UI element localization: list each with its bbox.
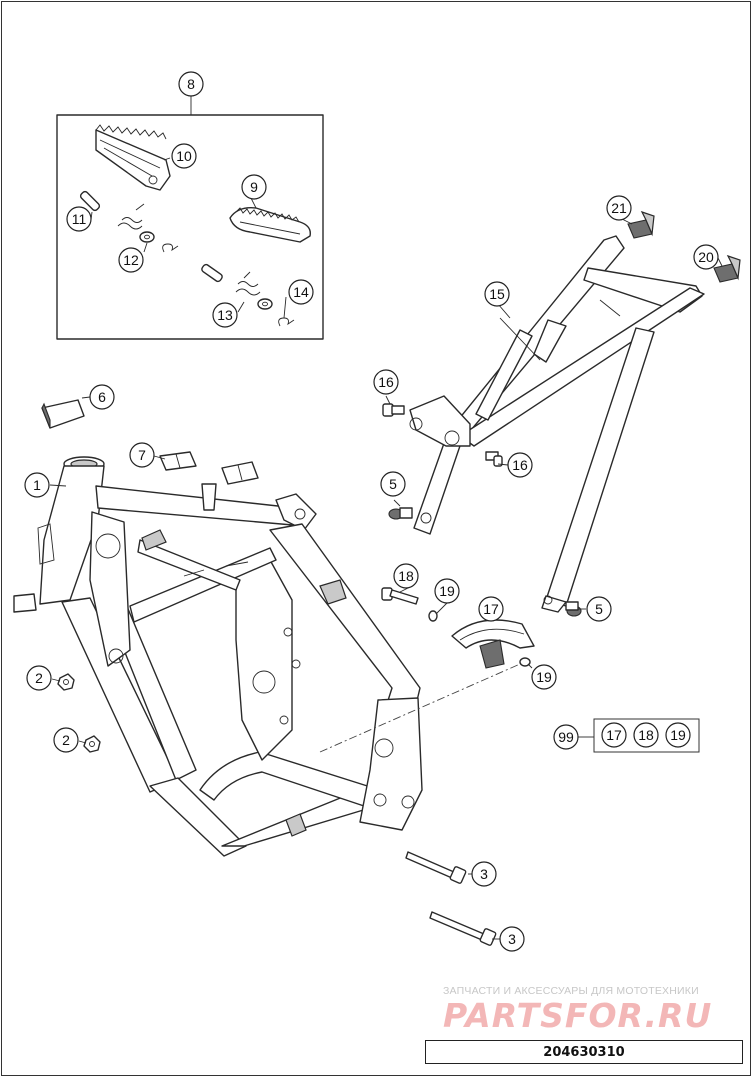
bolt-5-lower <box>565 601 582 617</box>
svg-text:8: 8 <box>187 76 195 92</box>
svg-text:19: 19 <box>670 727 686 743</box>
svg-text:12: 12 <box>123 252 139 268</box>
callout-19-upper: 19 <box>434 578 460 604</box>
end-cap-right <box>713 254 741 283</box>
callout-2-upper: 2 <box>26 665 52 691</box>
callout-2-lower: 2 <box>53 727 79 753</box>
main-frame <box>13 456 423 857</box>
rubber-bumper <box>41 399 85 429</box>
kit-item-19: 19 <box>665 722 691 748</box>
svg-text:1: 1 <box>33 477 41 493</box>
footrest-pin-lower <box>201 263 223 283</box>
bolt-16-upper <box>382 403 405 417</box>
footrest-left <box>95 124 171 191</box>
svg-text:3: 3 <box>480 866 488 882</box>
callout-99: 99 <box>553 724 579 750</box>
callout-16-lower: 16 <box>507 452 533 478</box>
svg-text:9: 9 <box>250 179 258 195</box>
callout-20: 20 <box>693 244 719 270</box>
callout-19-lower: 19 <box>531 664 557 690</box>
svg-text:3: 3 <box>508 931 516 947</box>
callout-5-lower: 5 <box>586 596 612 622</box>
callout-6: 6 <box>89 384 115 410</box>
callout-15: 15 <box>484 281 510 307</box>
nut-lower <box>83 735 101 753</box>
callout-10: 10 <box>171 143 197 169</box>
svg-text:5: 5 <box>595 601 603 617</box>
spring-lower <box>235 271 261 296</box>
footrest-group-box <box>56 96 324 340</box>
chain-guide <box>451 619 535 669</box>
chain-guide-bolt <box>381 587 419 605</box>
svg-text:15: 15 <box>489 286 505 302</box>
svg-text:13: 13 <box>217 307 233 323</box>
kit-item-17: 17 <box>601 722 627 748</box>
washer-19-upper <box>428 610 438 622</box>
callout-12: 12 <box>118 247 144 273</box>
alignment-line <box>319 663 521 753</box>
svg-text:16: 16 <box>512 457 528 473</box>
long-bolt-upper <box>405 851 467 884</box>
svg-text:2: 2 <box>35 670 43 686</box>
callout-8: 8 <box>178 71 204 97</box>
svg-text:17: 17 <box>483 601 499 617</box>
svg-text:18: 18 <box>398 568 414 584</box>
svg-text:6: 6 <box>98 389 106 405</box>
cotter-pin-lower <box>278 317 295 327</box>
end-cap-left <box>627 210 655 239</box>
callout-11: 11 <box>66 206 92 232</box>
watermark-tagline: ЗАПЧАСТИ И АКСЕССУАРЫ ДЛЯ МОТОТЕХНИКИ <box>443 985 699 997</box>
washer-lower <box>257 298 273 310</box>
callout-16-upper: 16 <box>373 369 399 395</box>
callout-7: 7 <box>129 442 155 468</box>
foam-pad-left <box>159 451 197 471</box>
svg-text:18: 18 <box>638 727 654 743</box>
callout-3-upper: 3 <box>471 861 497 887</box>
watermark-logo: PARTSFOR.RU <box>443 996 713 1035</box>
svg-text:16: 16 <box>378 374 394 390</box>
washer-upper <box>139 231 155 243</box>
callout-9: 9 <box>241 174 267 200</box>
kit-contents-box <box>593 718 700 753</box>
nut-upper <box>57 673 75 691</box>
subframe <box>409 235 705 613</box>
callout-21: 21 <box>606 195 632 221</box>
svg-text:99: 99 <box>558 729 574 745</box>
footrest-right <box>229 207 311 243</box>
svg-text:5: 5 <box>389 476 397 492</box>
svg-text:2: 2 <box>62 732 70 748</box>
footrest-pin-upper <box>79 190 101 212</box>
svg-text:20: 20 <box>698 249 714 265</box>
spring-upper <box>117 203 145 230</box>
svg-text:17: 17 <box>606 727 622 743</box>
svg-text:19: 19 <box>439 583 455 599</box>
document-number: 204630310 <box>425 1040 743 1064</box>
washer-19-lower <box>519 657 531 667</box>
cotter-pin-upper <box>162 243 179 253</box>
bolt-5-upper <box>388 507 413 520</box>
callout-5-upper: 5 <box>380 471 406 497</box>
foam-pad-right <box>221 461 259 485</box>
callout-13: 13 <box>212 302 238 328</box>
svg-text:21: 21 <box>611 200 627 216</box>
kit-item-18: 18 <box>633 722 659 748</box>
callout-3-lower: 3 <box>499 926 525 952</box>
svg-text:7: 7 <box>138 447 146 463</box>
svg-text:10: 10 <box>176 148 192 164</box>
callout-18: 18 <box>393 563 419 589</box>
long-bolt-lower <box>429 911 497 946</box>
svg-text:14: 14 <box>293 284 309 300</box>
callout-1: 1 <box>24 472 50 498</box>
svg-text:19: 19 <box>536 669 552 685</box>
callout-14: 14 <box>288 279 314 305</box>
bolt-16-lower <box>485 451 503 467</box>
callout-17: 17 <box>478 596 504 622</box>
svg-text:11: 11 <box>72 211 87 227</box>
